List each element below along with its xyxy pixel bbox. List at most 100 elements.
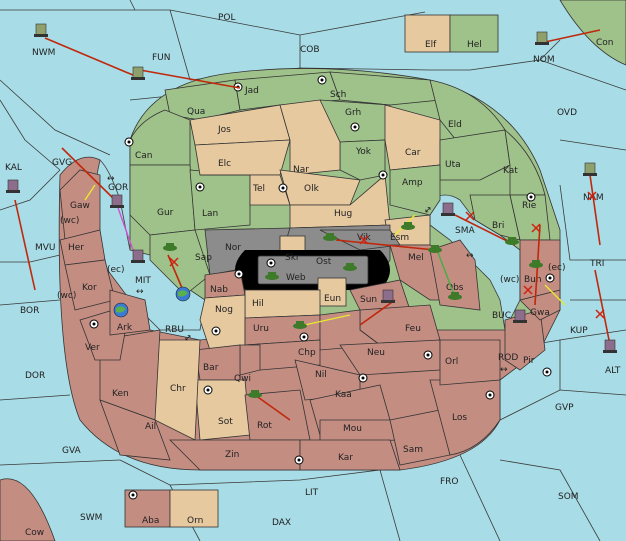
army-icon [401, 222, 415, 230]
label-Sch: Sch [330, 90, 346, 100]
cross-icon [523, 285, 533, 295]
supply-center-icon [294, 455, 304, 465]
region-Sch[interactable] [329, 71, 441, 106]
army-units[interactable] [163, 222, 543, 398]
label-Uta: Uta [445, 160, 461, 170]
label-GVA: GVA [62, 446, 82, 456]
region-Qwi[interactable] [239, 344, 261, 376]
label-Cow: Cow [25, 528, 44, 538]
cross-icon [169, 257, 179, 267]
region-Gur[interactable] [129, 164, 196, 236]
label-GVP: GVP [555, 403, 574, 413]
label-Pir: Pir [523, 356, 535, 366]
support-order-line [299, 314, 351, 327]
label-Hel: Hel [467, 40, 482, 50]
move-order-arrow [544, 29, 601, 43]
globe-icon[interactable] [175, 286, 191, 302]
region-Tel[interactable] [200, 174, 291, 206]
label-Elc: Elc [218, 159, 231, 169]
label-MVU: MVU [35, 243, 56, 253]
label-Qwi: Qwi [234, 374, 251, 384]
region-Bun[interactable] [519, 239, 561, 301]
move-order-arrow [139, 69, 241, 89]
army-icon [448, 292, 462, 300]
convoy-arrow: ↔ [136, 287, 144, 297]
label-Bun: Bun [524, 275, 542, 285]
label-NOM: NOM [533, 55, 555, 65]
supply-center-icon [266, 258, 276, 268]
region-Amp[interactable] [389, 164, 441, 216]
cross-icon [465, 211, 475, 221]
region-Can[interactable] [129, 109, 191, 166]
fleet-icon [513, 309, 527, 323]
region-Ail[interactable] [99, 399, 171, 461]
move-order-arrow [454, 214, 516, 246]
label-Sam: Sam [403, 445, 423, 455]
convoy-arrow: ↔ [107, 174, 115, 184]
region-Orn[interactable] [169, 489, 219, 528]
supply-center-icon [317, 75, 327, 85]
region-Lan[interactable] [189, 169, 251, 231]
army-icon [343, 263, 357, 271]
fleet-units[interactable] [6, 23, 617, 353]
supply-center-icon [545, 273, 555, 283]
move-order-arrow [594, 269, 611, 346]
label-Neu: Neu [367, 348, 385, 358]
label-Zin: Zin [225, 450, 239, 460]
label-Her: Her [68, 243, 84, 253]
move-order-arrow [359, 299, 396, 326]
region-Los[interactable] [429, 379, 501, 456]
region-Nar[interactable] [279, 99, 341, 176]
region-Eun[interactable] [317, 277, 347, 307]
label-Grh: Grh [345, 108, 361, 118]
supply-center-icon [89, 319, 99, 329]
label-Los: Los [452, 413, 467, 423]
label-Ver: Ver [85, 343, 100, 353]
region-Hel[interactable] [449, 14, 499, 53]
coast-mark: (ec) [107, 265, 125, 275]
label-FUN: FUN [152, 53, 171, 63]
label-BOR: BOR [20, 306, 39, 316]
label-Mel: Mel [408, 253, 424, 263]
convoy-order-line [436, 249, 456, 298]
army-icon [428, 245, 442, 253]
region-Hug[interactable] [289, 174, 391, 229]
region-Elc[interactable] [194, 139, 291, 176]
fleet-icon [131, 66, 145, 80]
label-LIT: LIT [305, 488, 319, 498]
label-ALT: ALT [605, 366, 621, 376]
label-Eld: Eld [448, 120, 462, 130]
army-icon [293, 321, 307, 329]
label-Gwa: Gwa [530, 308, 550, 318]
label-SMA: SMA [455, 226, 475, 236]
label-NWM: NWM [32, 48, 55, 58]
region-Eld[interactable] [429, 79, 506, 146]
cross-icon [531, 223, 541, 233]
region-Ark[interactable] [109, 289, 151, 336]
supply-center-icon [358, 373, 368, 383]
label-TRI: TRI [589, 259, 604, 269]
region-Obs[interactable] [429, 239, 481, 311]
region-Sot[interactable] [194, 379, 251, 441]
label-Nor: Nor [225, 243, 241, 253]
label-Kaa: Kaa [335, 390, 352, 400]
region-Gaw[interactable] [59, 169, 101, 241]
supply-center-icon [378, 170, 388, 180]
label-Bar: Bar [203, 363, 219, 373]
supply-center-icon [234, 269, 244, 279]
label-Kat: Kat [503, 166, 518, 176]
supply-center-icon [423, 350, 433, 360]
label-Orn: Orn [187, 516, 203, 526]
label-KUP: KUP [570, 326, 588, 336]
cross-icon [359, 235, 369, 245]
region-Orl[interactable] [439, 339, 501, 386]
cross-icon [587, 191, 597, 201]
label-BUC: BUC [492, 311, 511, 321]
supply-center-icon [299, 332, 309, 342]
failed-order-marks [169, 191, 605, 319]
label-OVD: OVD [557, 108, 577, 118]
label-Sun: Sun [360, 295, 377, 305]
region-Web-Ost-strip[interactable] [257, 255, 369, 285]
globe-icon[interactable] [113, 302, 129, 318]
